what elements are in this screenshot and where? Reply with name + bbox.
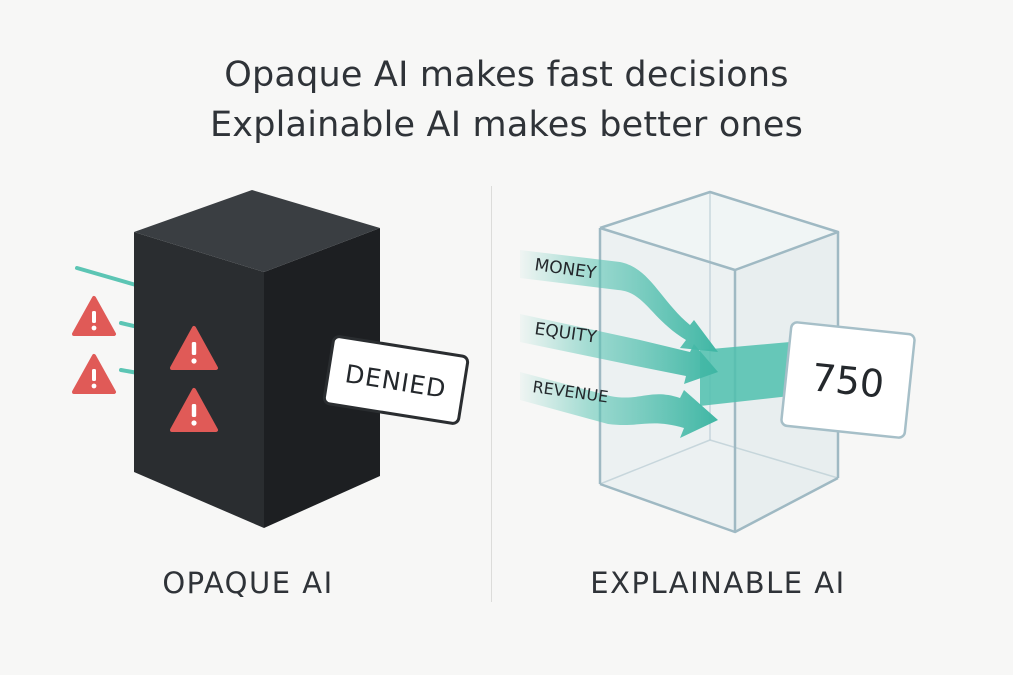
- opaque-ai-panel: DENIED: [72, 190, 470, 528]
- revenue-flow-arrow: [520, 372, 718, 438]
- black-box-icon: [134, 190, 380, 528]
- warning-triangle-icon: [72, 354, 116, 394]
- explainable-ai-panel: MONEY EQUITY REVENUE 750: [520, 190, 916, 534]
- score-card: 750: [780, 321, 916, 439]
- money-flow-arrow: [520, 250, 718, 352]
- warning-triangle-icon: [170, 326, 218, 370]
- equity-flow-arrow: [520, 314, 718, 384]
- warning-triangle-icon: [170, 388, 218, 432]
- headline-line-2: Explainable AI makes better ones: [209, 105, 804, 145]
- inner-signal-bar: [700, 342, 790, 406]
- headline: Opaque AI makes fast decisions Explainab…: [0, 50, 1013, 150]
- headline-line-1: Opaque AI makes fast decisions: [224, 55, 789, 95]
- warning-triangle-icon: [72, 296, 116, 336]
- score-value: 750: [810, 355, 887, 406]
- explainable-ai-label: EXPLAINABLE AI: [590, 566, 846, 600]
- opaque-ai-label: OPAQUE AI: [162, 566, 334, 600]
- panel-divider: [491, 186, 492, 602]
- denied-card: DENIED: [322, 335, 470, 425]
